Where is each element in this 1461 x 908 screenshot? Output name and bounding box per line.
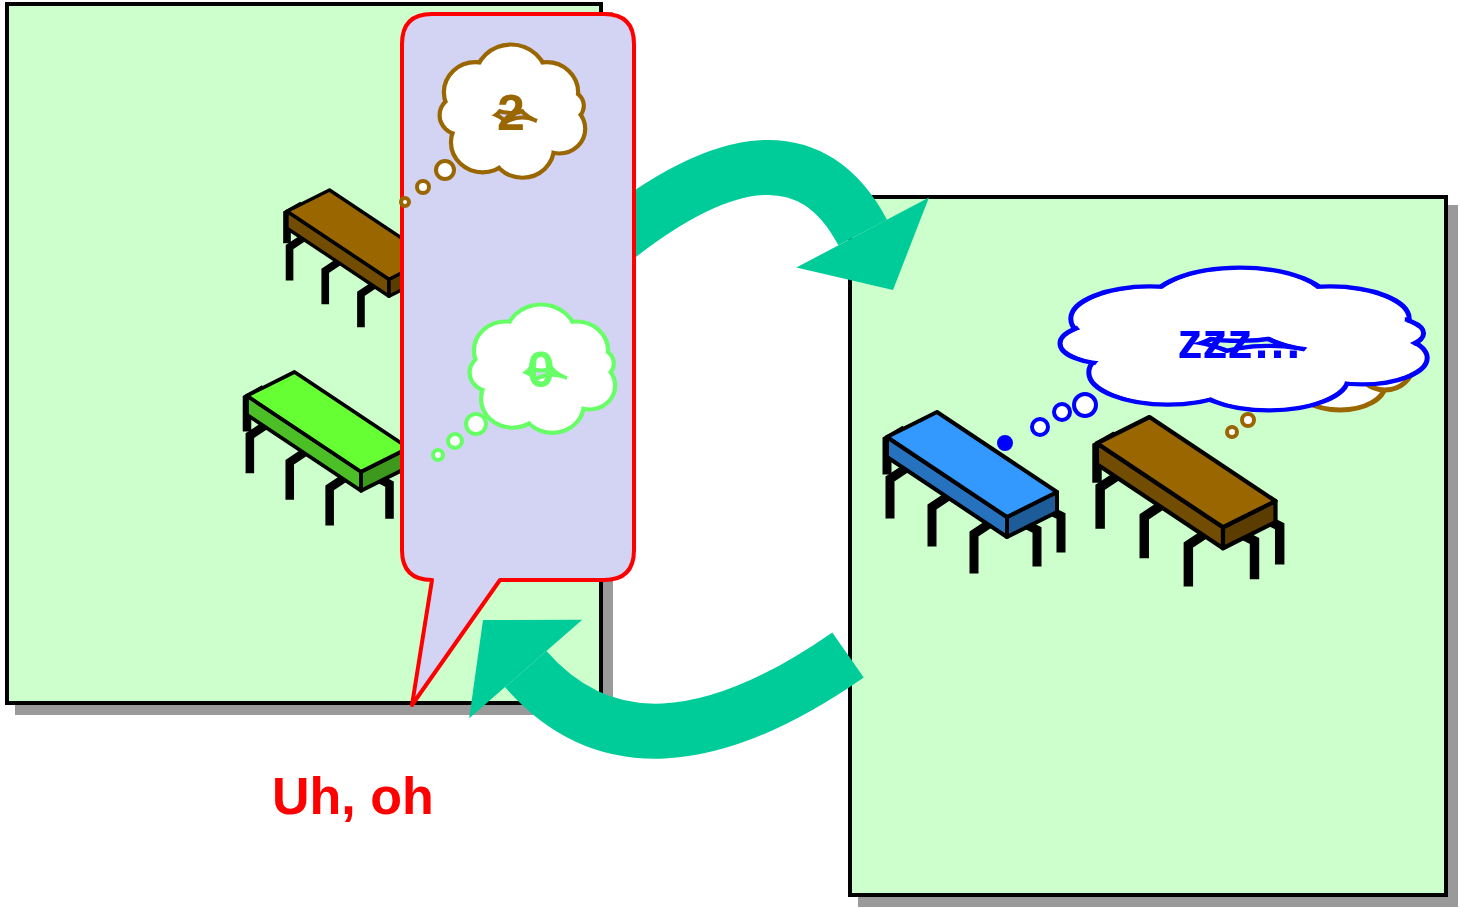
chip-symbol [287, 190, 435, 323]
cloud-stroke [440, 45, 585, 177]
arrow-head [469, 620, 582, 719]
arrow-head [796, 197, 929, 290]
thought-dot [1032, 419, 1048, 435]
thought-dots [1227, 414, 1254, 437]
cloud-fill [472, 307, 613, 431]
cloud-stroke [1060, 268, 1427, 410]
computer-panel: 20 [5, 2, 603, 705]
thought-dot [1227, 427, 1237, 437]
chip-symbol [887, 412, 1061, 569]
thought-dot [433, 450, 443, 460]
cloud-lobe [472, 356, 508, 389]
speech-bubble [402, 14, 634, 705]
thought-cloud: 2 [440, 45, 582, 180]
thought-dot [401, 198, 409, 206]
cloud-lobe [442, 98, 478, 133]
thought-dot [448, 434, 462, 448]
thought-dot [1054, 404, 1070, 420]
arrow-shaft [526, 655, 848, 731]
thought-dot [999, 437, 1011, 449]
thought-dot [1074, 394, 1096, 416]
cloud-lobe [584, 351, 612, 376]
curved-arrow [469, 620, 848, 731]
thought-text: 2 [497, 84, 525, 142]
thought-dots [433, 414, 486, 460]
cloud-fill [442, 47, 583, 176]
thought-dot [436, 161, 454, 179]
curved-arrow [603, 167, 929, 290]
thought-cloud: 0 [470, 305, 612, 435]
thought-dot [417, 181, 429, 193]
chip-symbol [1097, 417, 1280, 582]
cloud-lobe [554, 93, 582, 119]
arrow-shaft [603, 167, 863, 248]
thought-dot [1242, 414, 1254, 426]
computer-panel: zzz… [848, 195, 1448, 897]
thought-text: 0 [527, 341, 555, 399]
cloud-lobe [1064, 325, 1156, 362]
remark-text: Uh, oh [272, 766, 434, 826]
thought-text: zzz… [1178, 312, 1303, 370]
cloud-fill [1064, 270, 1423, 409]
thought-dots [401, 161, 454, 206]
thought-dots [999, 394, 1096, 449]
thought-cloud: zzz… [1060, 268, 1420, 413]
cloud-stroke [470, 305, 615, 432]
cloud-lobe [1349, 319, 1420, 347]
chip-symbol [247, 372, 412, 521]
thought-dot [466, 414, 486, 434]
